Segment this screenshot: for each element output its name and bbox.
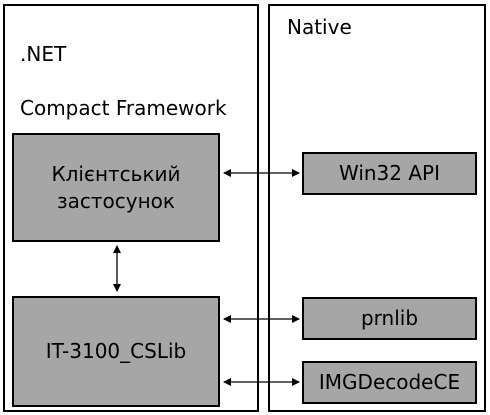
cslib-box: IT-3100_CSLib [12, 296, 220, 407]
prnlib-label: prnlib [360, 306, 419, 330]
cslib-label: IT-3100_CSLib [45, 339, 187, 363]
imgdecodece-box: IMGDecodeCE [302, 361, 477, 404]
native-panel-title: Native [287, 15, 352, 39]
client-app-label-line2: застосунок [56, 188, 175, 213]
client-app-label: Клієнтський застосунок [51, 161, 180, 215]
managed-panel-title: .NET Compact Framework [20, 14, 227, 149]
prnlib-box: prnlib [302, 297, 477, 340]
client-app-label-line1: Клієнтський [51, 161, 181, 186]
win32-api-label: Win32 API [338, 161, 440, 185]
imgdecodece-label: IMGDecodeCE [318, 370, 461, 394]
native-panel [268, 4, 486, 412]
win32-api-box: Win32 API [302, 152, 477, 195]
client-app-box: Клієнтський застосунок [12, 133, 220, 242]
managed-panel-title-line1: .NET [20, 42, 67, 66]
managed-panel-title-line2: Compact Framework [20, 96, 227, 120]
